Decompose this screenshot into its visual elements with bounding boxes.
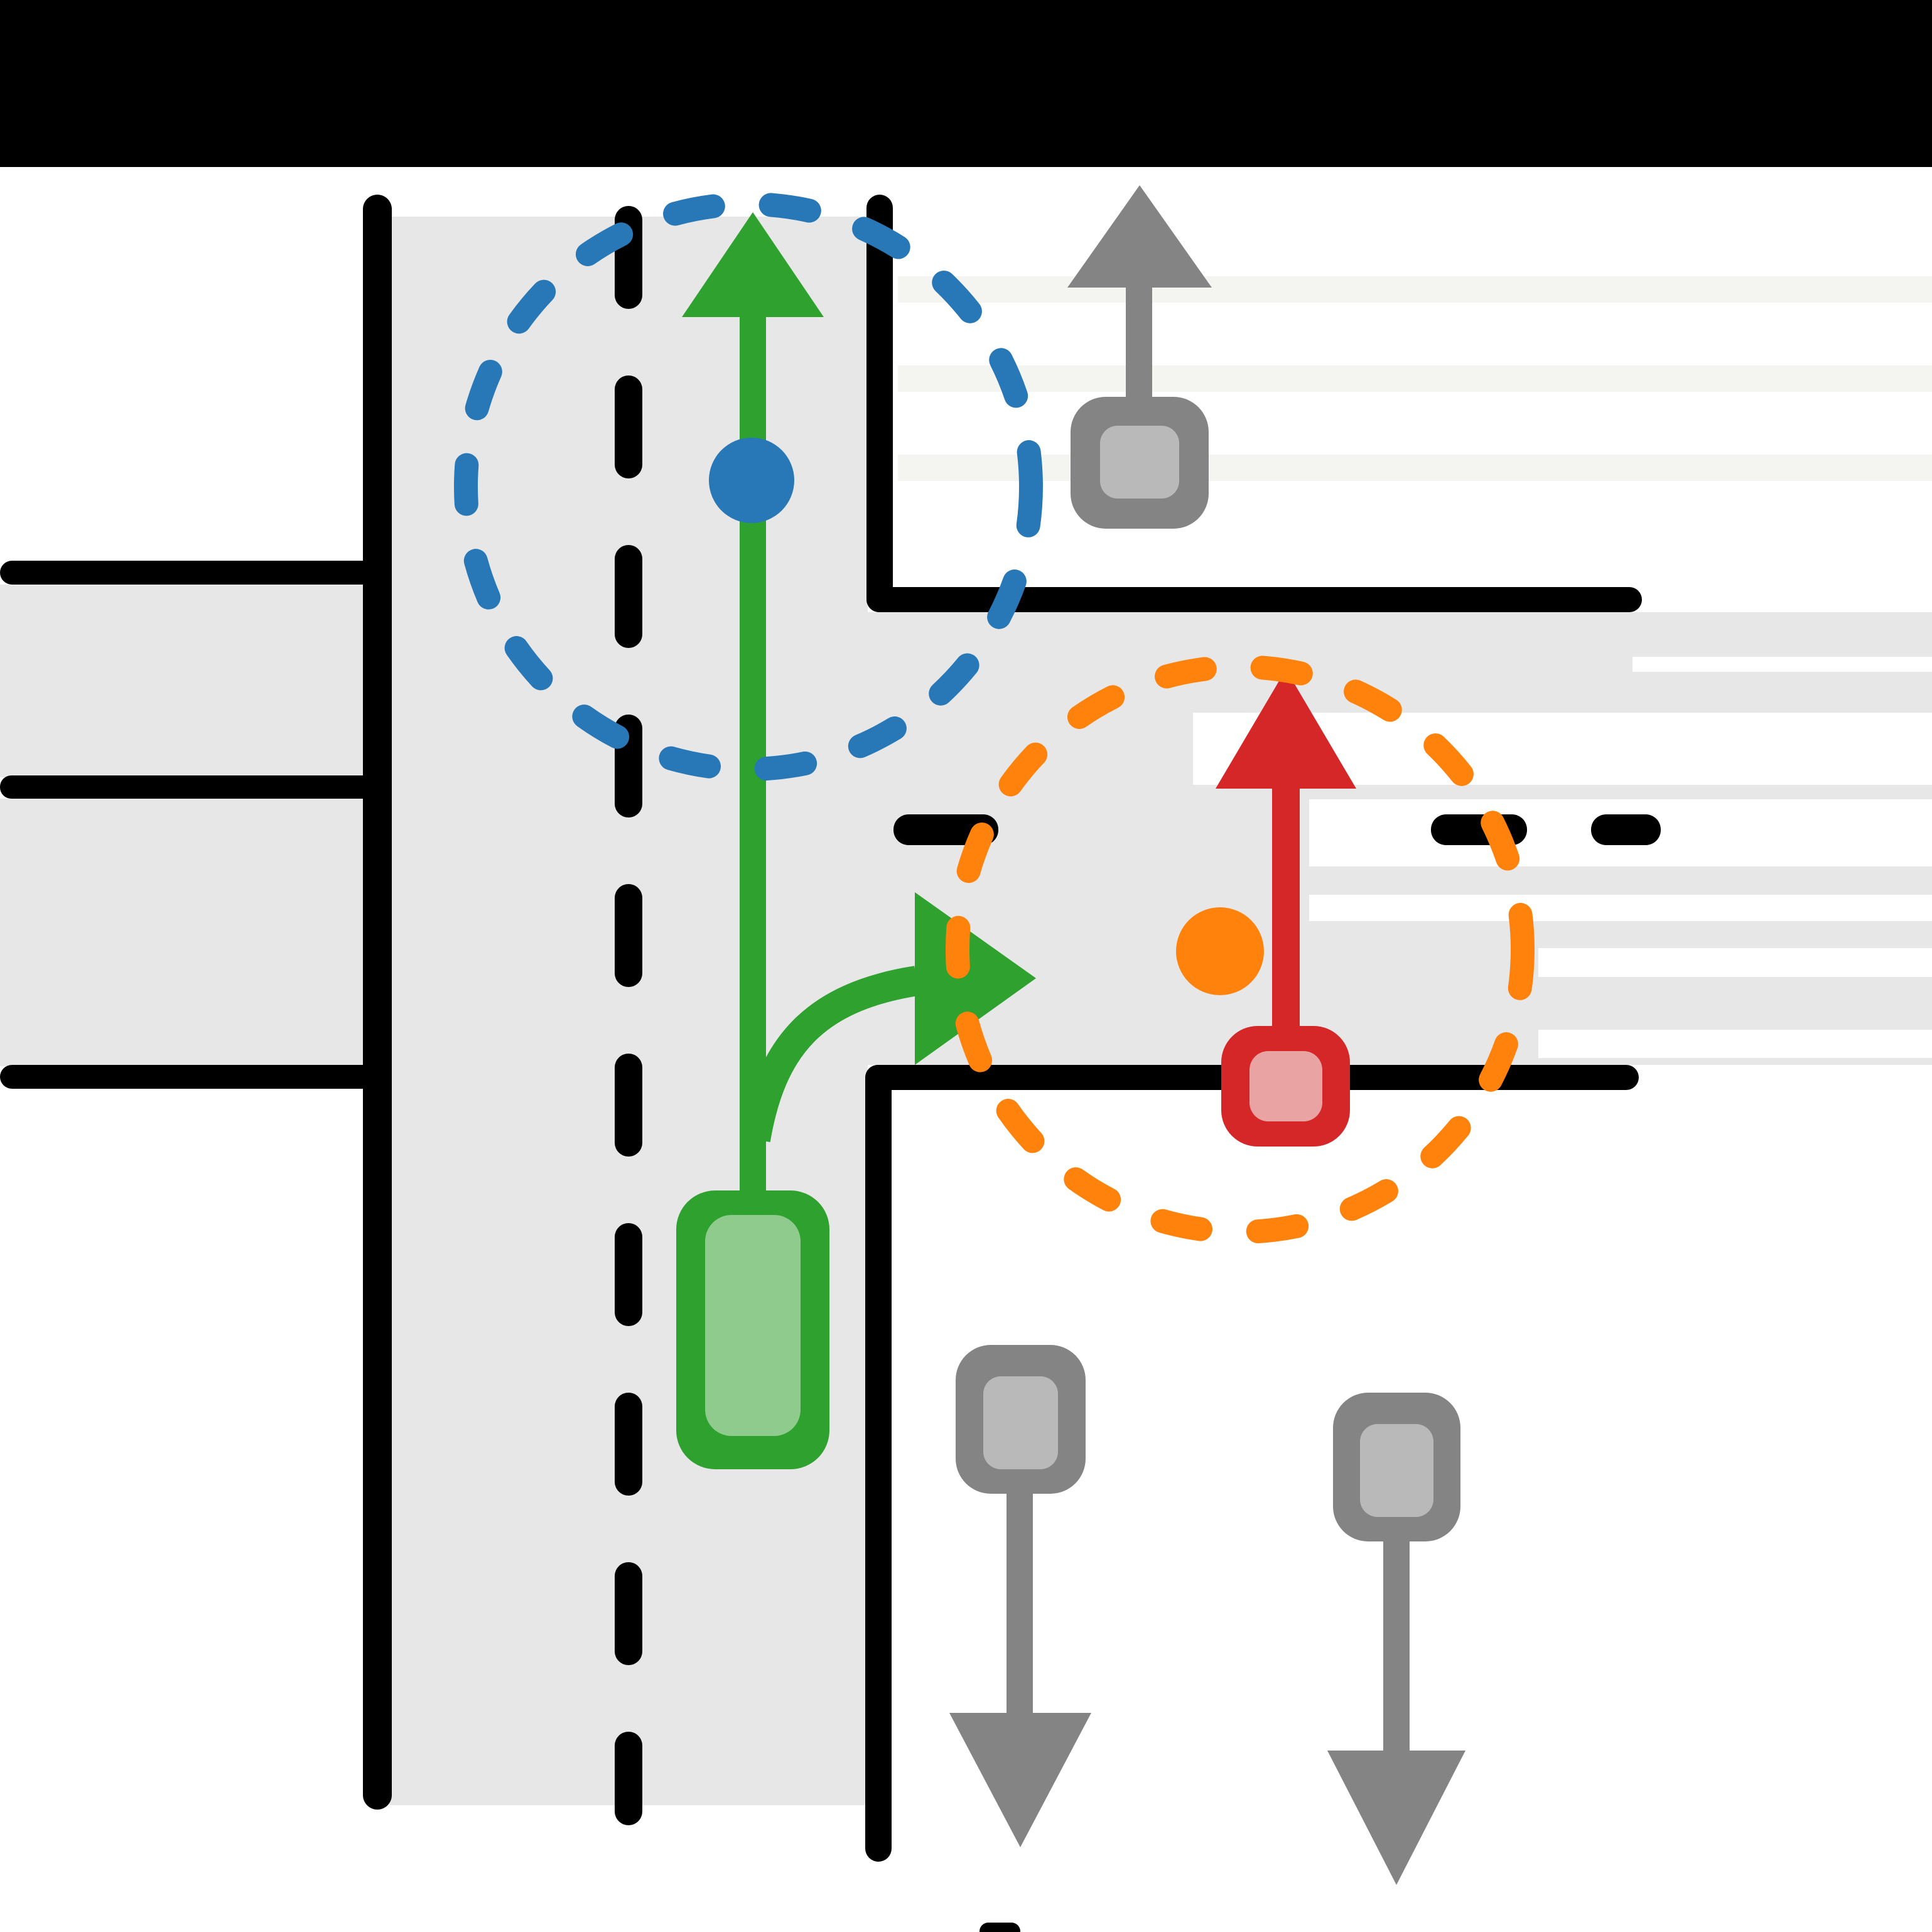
ego-position-dot-blue: [709, 438, 794, 523]
attention-zone-circle-blue: [454, 192, 1043, 781]
road-fade-stripe-3: [1309, 895, 1932, 921]
ego-route-straight-arrow-head: [682, 212, 824, 317]
top-letterbox-bar: [0, 0, 1932, 167]
road-edge-west-line: [363, 195, 392, 1810]
bottom-edge-mark: [979, 1923, 1020, 1932]
road-fade-stripe-6: [1538, 1030, 1932, 1058]
road-edge-west-bottom-line: [0, 1065, 377, 1089]
sidewalk-faint-stripe-2: [898, 365, 1932, 392]
road-edge-northeast-line: [866, 195, 893, 612]
lane-divider-west-line: [0, 775, 377, 799]
road-fade-stripe-5: [1632, 657, 1932, 672]
road-fade-stripe-4: [1538, 948, 1932, 977]
southbound-vehicle-2-cabin: [1360, 1424, 1433, 1517]
road-edge-southeast-line: [865, 1065, 892, 1862]
conflict-point-dot-orange: [1176, 907, 1264, 995]
road-edge-west-top-line: [0, 561, 377, 585]
conflict-zone-circle-orange: [946, 655, 1535, 1244]
southbound-vehicle-2-arrow-head: [1327, 1751, 1465, 1885]
red-vehicle-arrow-head: [1216, 669, 1356, 789]
road-edge-east-top-line: [866, 587, 1642, 612]
southbound-vehicle-1-arrow-head: [949, 1713, 1091, 1847]
northbound-vehicle-arrow-head: [1067, 185, 1212, 288]
red-vehicle-cabin: [1249, 1051, 1322, 1121]
southbound-vehicle-1-cabin: [983, 1376, 1058, 1469]
sidewalk-faint-stripe-3: [898, 455, 1932, 481]
ego-vehicle-cabin: [705, 1215, 801, 1436]
road-surface-west-upper-lane: [0, 585, 377, 777]
road-surface-west-lower-lane: [0, 799, 377, 1066]
northbound-vehicle-cabin: [1100, 426, 1179, 499]
lane-marking-center-dash-east-3: [1591, 814, 1661, 845]
sidewalk-faint-stripe-1: [898, 276, 1932, 303]
ego-route-turn-arrow-head: [915, 892, 1036, 1065]
